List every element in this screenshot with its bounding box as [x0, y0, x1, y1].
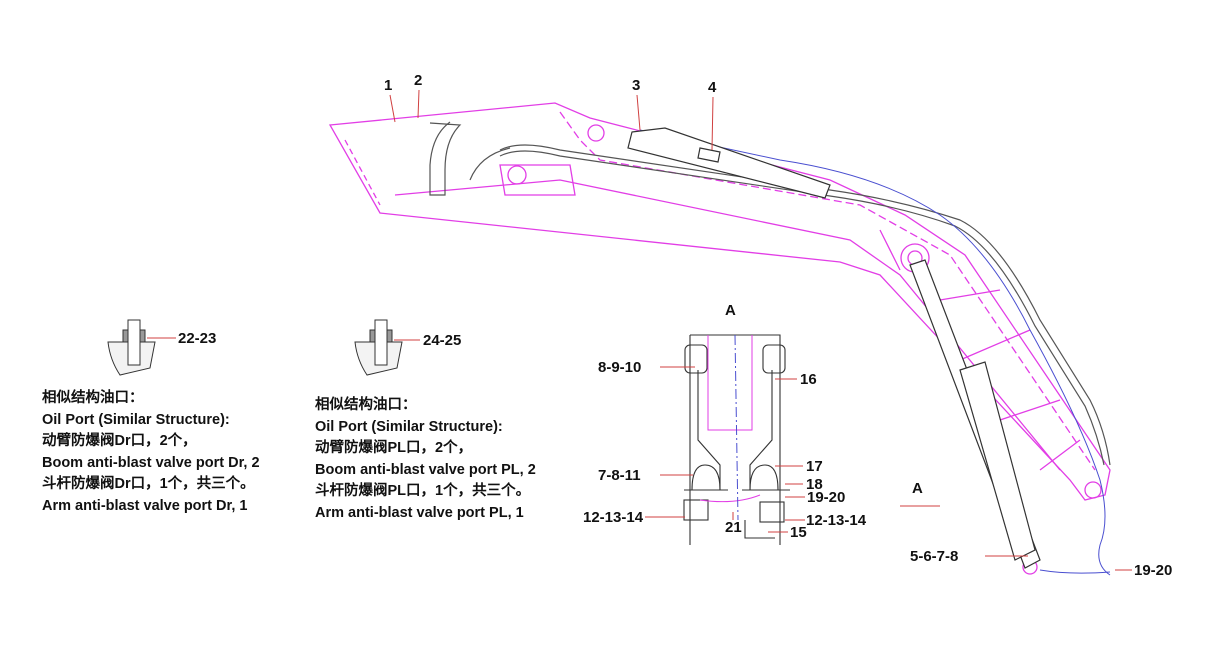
callout-4: 4 [708, 79, 717, 96]
detail-view-a [683, 334, 790, 545]
callout-15: 15 [790, 524, 807, 541]
callout-21: 21 [725, 519, 742, 536]
note-line: Arm anti-blast valve port PL, 1 [315, 504, 524, 521]
hydraulic-lines [429, 121, 1111, 466]
blue-hoses [639, 129, 1111, 576]
port-section-dr [107, 319, 156, 376]
note-line: 相似结构油口： [315, 397, 417, 413]
callout-7-8-11: 7-8-11 [598, 467, 641, 484]
callout-19-20-detail: 19-20 [807, 489, 846, 506]
boom-outline [328, 102, 1111, 575]
callout-17: 17 [806, 458, 823, 475]
view-a-title: A [725, 302, 736, 319]
note-line: Boom anti-blast valve port Dr, 2 [42, 454, 260, 471]
note-line: 动臂防爆阀PL口，2个， [315, 440, 473, 456]
note-line: Boom anti-blast valve port PL, 2 [315, 461, 536, 478]
note-line: 斗杆防爆阀PL口，1个，共三个。 [315, 483, 531, 499]
callout-24-25: 24-25 [423, 332, 462, 349]
callout-18: 18 [806, 476, 823, 493]
callout-1: 1 [384, 77, 393, 94]
detail-structure [699, 335, 761, 503]
callout-16: 16 [800, 371, 817, 388]
callout-12-13-14-right: 12-13-14 [806, 512, 867, 529]
note-line: Oil Port (Similar Structure): [315, 418, 503, 435]
callout-3: 3 [632, 77, 641, 94]
view-a-arrow-label: A [912, 480, 923, 497]
port-section-pl [354, 319, 403, 376]
callout-19-20-main: 19-20 [1134, 562, 1173, 579]
note-line: 动臂防爆阀Dr口，2个， [42, 433, 197, 449]
center-line [734, 334, 739, 521]
callout-22-23: 22-23 [178, 330, 217, 347]
cylinders [627, 127, 1041, 569]
note-pl-ports: 相似结构油口： Oil Port (Similar Structure): 动臂… [315, 395, 536, 524]
callout-8-9-10: 8-9-10 [598, 359, 642, 376]
note-line: Oil Port (Similar Structure): [42, 411, 230, 428]
callout-12-13-14-left: 12-13-14 [583, 509, 644, 526]
note-line: Arm anti-blast valve port Dr, 1 [42, 497, 248, 514]
leader-lines [147, 89, 1132, 571]
note-line: 相似结构油口： [42, 390, 144, 406]
callout-5-6-7-8: 5-6-7-8 [910, 548, 959, 565]
note-line: 斗杆防爆阀Dr口，1个，共三个。 [42, 476, 255, 492]
callout-2: 2 [414, 72, 423, 89]
note-dr-ports: 相似结构油口： Oil Port (Similar Structure): 动臂… [42, 388, 260, 517]
